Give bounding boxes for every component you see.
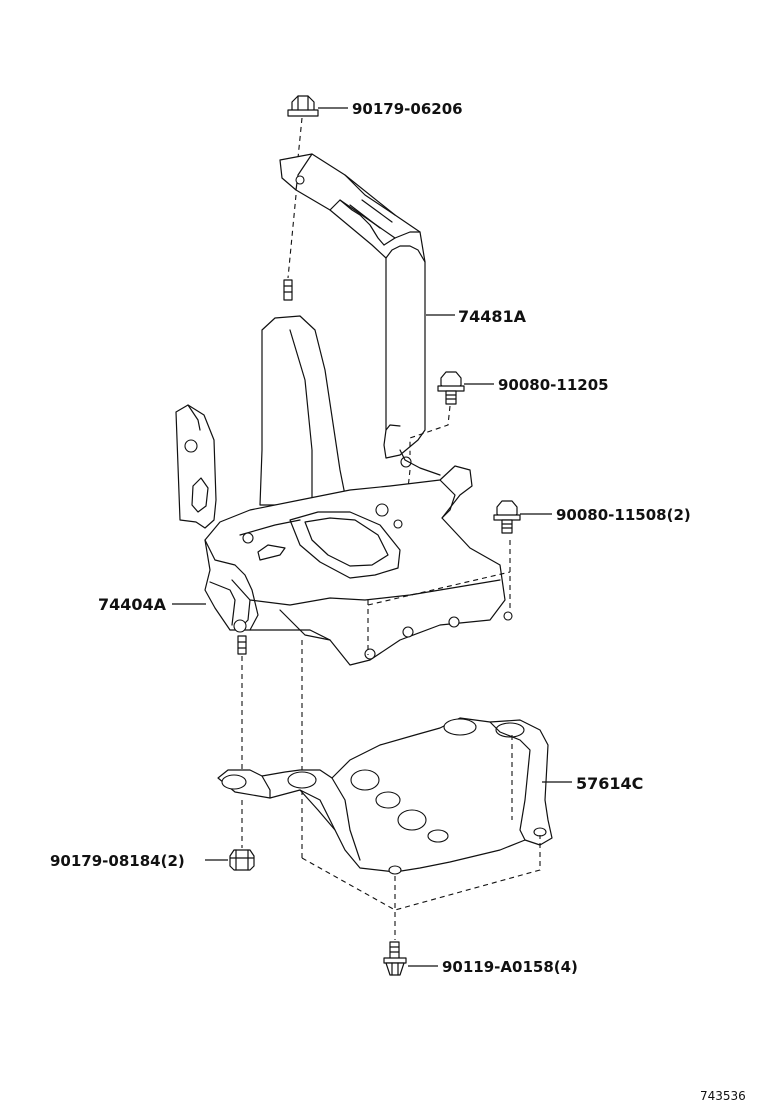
bolt-90080-11508 (493, 500, 521, 534)
label-90179-06206: 90179-06206 (352, 100, 463, 118)
tray-stud (283, 279, 293, 301)
bolt-90080-11205 (437, 371, 465, 405)
tray-74404a (175, 315, 513, 666)
bracket-74481a (279, 153, 441, 476)
label-90080-11508: 90080-11508(2) (556, 506, 691, 524)
diagram-id: 743536 (700, 1089, 746, 1103)
bolt-90179-06206 (287, 95, 319, 117)
plate-57614c (217, 717, 553, 875)
label-90179-08184: 90179-08184(2) (50, 852, 185, 870)
stud-lower-left (237, 635, 247, 655)
bolt-90119-a0158 (383, 941, 407, 976)
nut-90179-08184 (229, 849, 255, 871)
label-57614c: 57614C (576, 774, 643, 793)
label-74481a: 74481A (458, 307, 527, 326)
label-74404a: 74404A (98, 595, 167, 614)
label-90119-a0158: 90119-A0158(4) (442, 958, 578, 976)
label-90080-11205: 90080-11205 (498, 376, 609, 394)
